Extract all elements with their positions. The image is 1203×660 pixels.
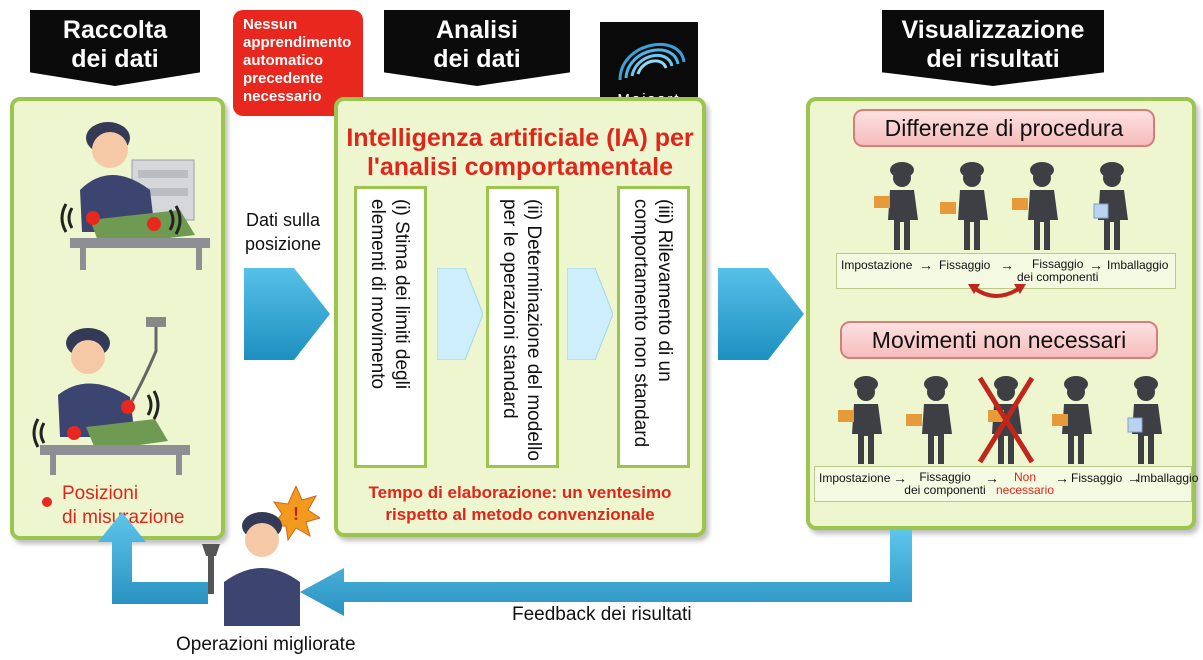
un-arrow-3: → (1055, 470, 1069, 486)
maisart-swirl-icon (618, 42, 686, 81)
procedure-diff-title: Differenze di procedura (853, 109, 1155, 147)
ai-title-line2: l'analisi comportamentale (366, 153, 674, 181)
header-data-analysis-line1: Analisi (436, 16, 518, 44)
header-data-analysis-line2: dei dati (433, 45, 521, 73)
step-2-line2: per le operazioni standard (499, 199, 520, 419)
bubble-line4: precedente (243, 70, 324, 87)
bubble-line2: apprendimento (243, 34, 352, 51)
step-arrow-2-icon (567, 268, 613, 360)
no-pretraining-bubble: Nessun apprendimento automatico preceden… (233, 10, 363, 116)
proc-arrow-2: → (1000, 257, 1014, 273)
improved-worker-illustration: ! (202, 486, 320, 626)
worker-with-screwdriver-illustration (32, 317, 190, 475)
step-1-line1: (i) Stima dei limiti degli (391, 199, 412, 390)
proc-arrow-1: → (919, 257, 933, 273)
ai-title: Intelligenza artificiale (IA) per l'anal… (334, 124, 706, 182)
procedure-workers-illustration (874, 162, 1128, 250)
processing-time-note: Tempo di elaborazione: un ventesimo risp… (334, 482, 706, 526)
proc-step-packing: Imballaggio (1107, 258, 1169, 272)
flow-arrow-2-icon (718, 268, 804, 360)
measurement-dot-icon (42, 497, 52, 507)
flow-arrow-1-icon (244, 268, 330, 360)
header-data-analysis: Analisi dei dati (384, 10, 570, 86)
unnecessary-moves-title: Movimenti non necessari (840, 321, 1158, 359)
proc-step-setup: Impostazione (841, 258, 913, 272)
processing-line2: rispetto al metodo convenzionale (385, 505, 655, 524)
worker-at-bench-illustration (60, 122, 210, 270)
step-1-line2: elementi di movimento (367, 199, 388, 390)
measurement-line1: Posizioni (62, 483, 139, 504)
un-arrow-2: → (985, 470, 999, 486)
improved-operations-label: Operazioni migliorate (176, 634, 356, 655)
un-arrow-4: → (1127, 470, 1141, 486)
return-arrow-icon (98, 512, 208, 604)
proc-step-fix-components-line1: Fissaggio (1032, 257, 1084, 271)
header-data-collection-line2: dei dati (71, 45, 159, 73)
feedback-arrow-icon (300, 530, 912, 616)
step-3-line1: (iii) Rilevamento di un (654, 199, 675, 382)
ai-title-line1: Intelligenza artificiale (IA) per (346, 124, 694, 152)
header-data-collection: Raccolta dei dati (30, 10, 200, 86)
step-3-line2: comportamento non standard (630, 199, 651, 448)
bubble-line5: necessario (243, 88, 322, 105)
header-results-line1: Visualizzazione (901, 16, 1085, 44)
position-data-line1: Dati sulla (245, 210, 321, 230)
proc-step-fix: Fissaggio (939, 258, 991, 272)
step-arrow-1-icon (437, 268, 483, 360)
position-data-line2: posizione (244, 234, 322, 254)
un-arrow-1: → (893, 470, 907, 486)
unnecessary-workers-illustration (838, 376, 1162, 464)
un-step-not-needed-line2: necessario (995, 483, 1055, 497)
bubble-line1: Nessun (243, 16, 298, 33)
un-step-fix-components-line1: Fissaggio (919, 470, 971, 484)
un-step-not-needed-line1: Non (1013, 470, 1036, 484)
un-step-packing: Imballaggio (1137, 471, 1199, 485)
feedback-label: Feedback dei risultati (512, 604, 692, 625)
header-results-visualization: Visualizzazione dei risultati (882, 10, 1104, 86)
proc-arrow-3: → (1089, 257, 1103, 273)
step-2-line1: (ii) Determinazione del modello (523, 199, 544, 461)
un-step-setup: Impostazione (819, 471, 891, 485)
swap-arrow-icon (968, 284, 1026, 298)
proc-step-fix-components-line2: dei componenti (1017, 270, 1099, 284)
header-data-collection-line1: Raccolta (62, 16, 168, 44)
bubble-line3: automatico (243, 52, 324, 69)
alert-mark: ! (293, 504, 299, 524)
processing-line1: Tempo di elaborazione: un ventesimo (368, 483, 672, 502)
un-step-fix-components-line2: dei componenti (904, 483, 986, 497)
position-data-label: Dati sulla posizione (238, 208, 328, 256)
un-step-fix: Fissaggio (1071, 471, 1123, 485)
header-results-line2: dei risultati (926, 45, 1060, 73)
